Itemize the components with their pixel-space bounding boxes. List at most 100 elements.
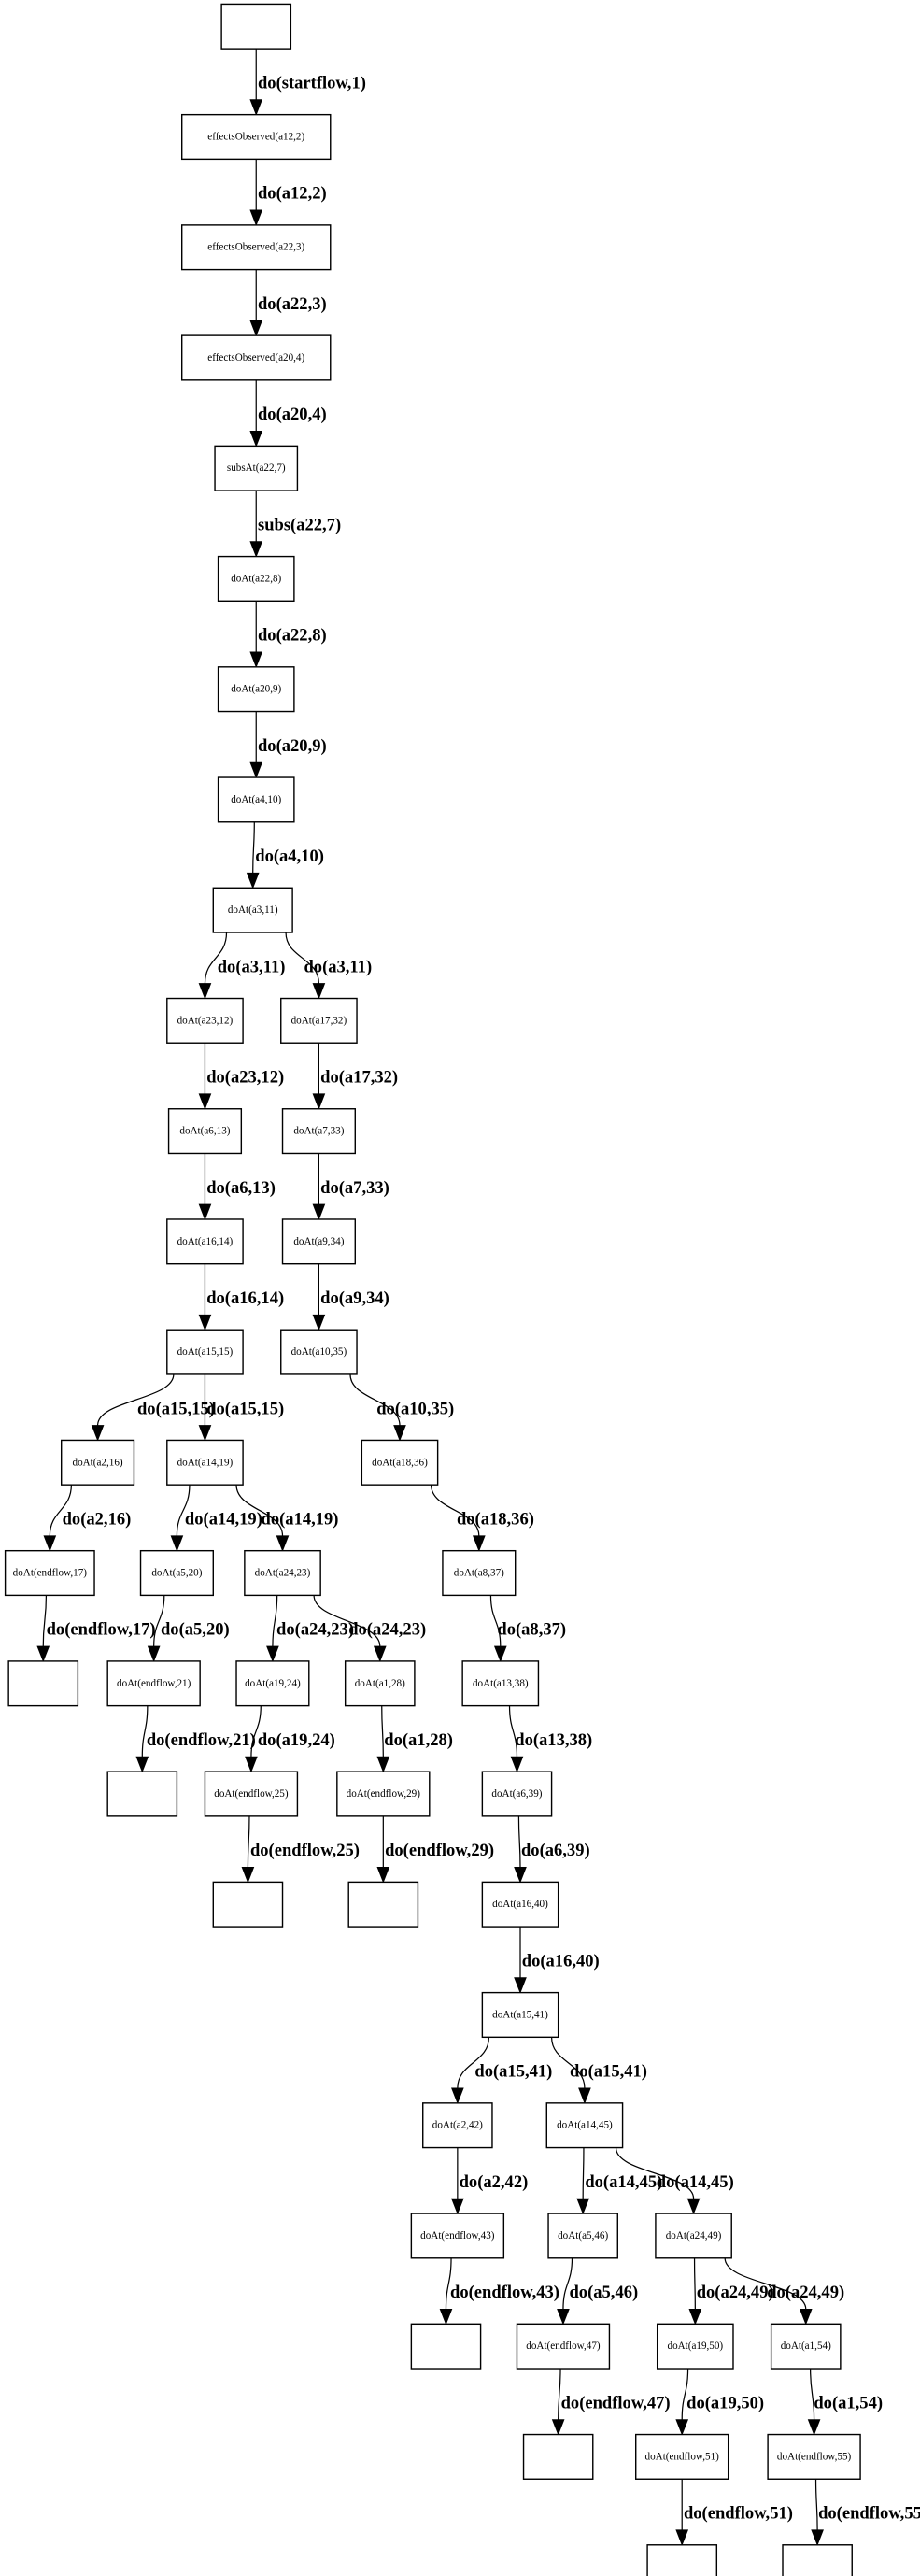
node-box (217, 555, 295, 603)
graph-edge: do(a15,41) (451, 2037, 552, 2105)
edge-label: do(a5,20) (161, 1620, 230, 1640)
node-label: doAt(a5,20) (151, 1568, 202, 1579)
node-label: doAt(a24,49) (666, 2230, 722, 2242)
node-box (217, 776, 295, 823)
edge-label: do(endflow,21) (147, 1730, 256, 1750)
edge-line (204, 932, 228, 984)
graph-edge: do(a24,23) (313, 1595, 426, 1663)
graph-edge: do(endflow,29) (376, 1815, 494, 1884)
edge-label: do(a15,41) (474, 2062, 552, 2082)
graph-edge: do(a22,8) (249, 601, 327, 669)
arrowhead-icon (312, 1314, 326, 1331)
arrowhead-icon (807, 2419, 821, 2436)
node-label: doAt(a7,33) (293, 1126, 344, 1137)
graph-edge: do(a18,36) (430, 1485, 534, 1552)
node-label: doAt(endflow,21) (117, 1678, 191, 1689)
arrowhead-icon (147, 1645, 161, 1663)
graph-edge: do(a24,23) (266, 1595, 354, 1663)
arrowhead-icon (249, 209, 263, 227)
graph-node: doAt(a9,34) (281, 1218, 356, 1265)
graph-edge: do(a19,50) (675, 2369, 764, 2436)
graph-node: doAt(a1,28) (344, 1660, 416, 1707)
node-label: doAt(a10,35) (291, 1346, 347, 1358)
node-label: doAt(a5,46) (558, 2230, 608, 2242)
edge-line (582, 2147, 585, 2199)
graph-edge: do(a15,41) (550, 2037, 647, 2105)
node-label: doAt(a24,23) (255, 1568, 311, 1579)
graph-edge: do(a6,13) (198, 1153, 276, 1221)
arrowhead-icon (376, 1756, 390, 1773)
edge-label: do(a2,42) (460, 2172, 529, 2192)
graph-edge: do(a4,10) (246, 821, 324, 890)
node-box (181, 113, 332, 161)
graph-edge: do(endflow,43) (439, 2257, 559, 2326)
edge-line (247, 1815, 250, 1868)
edge-line (814, 2479, 818, 2530)
arrowhead-icon (393, 1425, 406, 1442)
graph-node-empty (646, 2544, 718, 2576)
node-label: doAt(a22,8) (231, 573, 281, 584)
edge-label: do(a8,37) (497, 1620, 566, 1640)
graph-edge: do(a16,14) (198, 1263, 284, 1331)
node-box (139, 1549, 214, 1597)
edge-label: do(a6,39) (521, 1841, 590, 1860)
edge-label: do(a18,36) (457, 1509, 534, 1529)
arrowhead-icon (36, 1645, 50, 1663)
graph-edge: do(a24,49) (688, 2257, 774, 2326)
edge-line (235, 1485, 284, 1536)
graph-node: doAt(a13,38) (461, 1660, 540, 1707)
graph-node: doAt(endflow,47) (516, 2323, 611, 2370)
arrowhead-icon (451, 2198, 464, 2215)
graph-node: doAt(a24,23) (244, 1549, 321, 1597)
edge-label: do(a9,34) (320, 1288, 389, 1308)
edge-line (49, 1485, 73, 1536)
node-box (166, 1218, 244, 1265)
edge-line (176, 1485, 191, 1536)
graph-node: doAt(endflow,21) (106, 1660, 201, 1707)
arrowhead-icon (312, 983, 326, 1000)
edge-line (550, 2037, 586, 2088)
graph-edge: do(a15,15) (91, 1373, 215, 1442)
edge-line (272, 1595, 278, 1647)
node-label: doAt(endflow,29) (347, 1788, 421, 1800)
node-label: effectsObserved(a20,4) (207, 352, 304, 363)
edge-line (681, 2369, 689, 2420)
graph-node: doAt(endflow,55) (767, 2433, 861, 2480)
edge-label: do(a3,11) (218, 957, 286, 976)
graph-edge: do(a23,12) (198, 1043, 284, 1110)
edge-label: do(a14,19) (185, 1509, 262, 1529)
graph-edge: do(a2,42) (451, 2147, 529, 2215)
graph-edge: do(a13,38) (508, 1705, 592, 1773)
node-label: doAt(a6,13) (179, 1126, 230, 1137)
edge-line (252, 821, 255, 874)
node-label: doAt(a2,16) (73, 1457, 123, 1468)
edge-label: do(endflow,43) (450, 2283, 559, 2302)
edge-line (615, 2147, 695, 2199)
graph-edge: do(endflow,17) (36, 1595, 156, 1663)
node-box (106, 1660, 201, 1707)
edge-line (508, 1705, 518, 1758)
edge-label: do(endflow,51) (684, 2504, 793, 2524)
graph-edge: do(a16,40) (514, 1927, 600, 1994)
arrowhead-icon (170, 1535, 184, 1552)
edge-label: do(a13,38) (515, 1730, 592, 1750)
arrowhead-icon (43, 1535, 57, 1552)
node-box (7, 1660, 79, 1707)
arrowhead-icon (557, 2308, 570, 2326)
arrowhead-icon (514, 1867, 527, 1884)
node-label: doAt(a15,41) (492, 2009, 548, 2020)
node-label: doAt(a15,15) (177, 1346, 234, 1358)
graph-node-empty (522, 2433, 594, 2480)
graph-node: doAt(a15,41) (481, 1991, 559, 2039)
edge-label: do(startflow,1) (258, 73, 366, 93)
edge-label: do(a20,4) (258, 405, 327, 424)
edges-layer: do(startflow,1)do(a12,2)do(a22,3)do(a20,… (36, 49, 920, 2546)
graph-node: doAt(a4,10) (217, 776, 295, 823)
graph-node-empty (106, 1771, 178, 1817)
graph-edge: do(a20,9) (249, 711, 327, 779)
edge-label: do(a19,50) (686, 2393, 764, 2412)
node-box (244, 1549, 321, 1597)
node-box (4, 1549, 95, 1597)
node-box (782, 2544, 853, 2576)
node-box (410, 2213, 505, 2259)
